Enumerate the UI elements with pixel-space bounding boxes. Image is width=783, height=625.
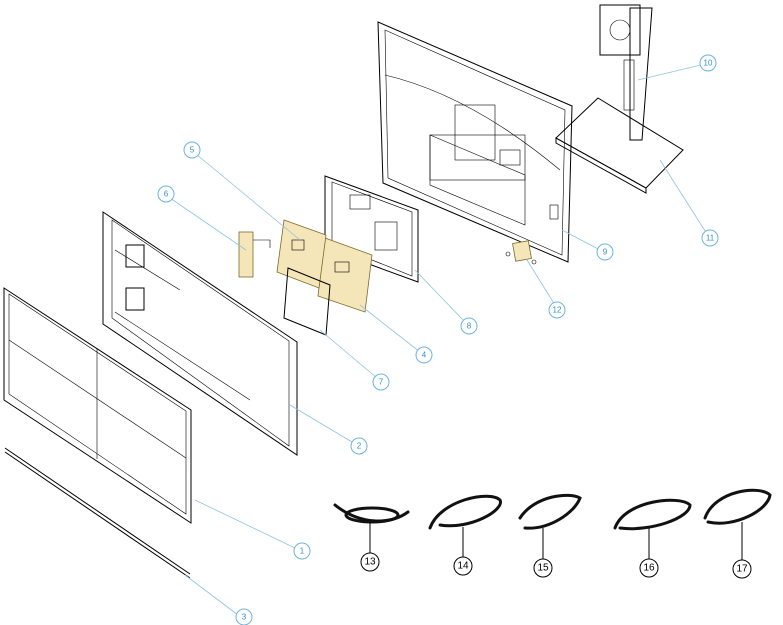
callout-12: 12 [549,302,565,318]
svg-text:2: 2 [357,442,362,451]
part-cable-13 [335,505,408,522]
part-bottom-bezel [5,448,190,578]
svg-text:7: 7 [379,378,384,387]
callout-5: 5 [184,142,200,158]
callout-6: 6 [158,186,174,202]
part-cable-17 [705,490,770,523]
callout-1: 1 [294,543,310,559]
svg-text:5: 5 [190,146,195,155]
callout-3: 3 [236,609,252,625]
part-small-board [506,241,536,264]
svg-text:14: 14 [457,561,469,572]
svg-text:10: 10 [704,59,713,68]
callout-17: 17 [733,560,751,578]
part-main-board [318,238,372,312]
leader-lines [170,64,742,618]
svg-text:1: 1 [300,547,305,556]
part-stand [556,5,683,193]
part-power-board [277,220,326,288]
callout-16: 16 [640,559,658,577]
svg-text:15: 15 [537,563,549,574]
part-middle-frame [103,212,297,455]
callout-14: 14 [454,557,472,575]
svg-text:17: 17 [736,564,748,575]
callout-13: 13 [361,553,379,571]
svg-text:9: 9 [603,248,608,257]
svg-text:13: 13 [364,557,376,568]
part-rear-cover [378,22,572,262]
svg-text:3: 3 [242,613,247,622]
svg-text:16: 16 [643,563,655,574]
callout-10: 10 [700,55,716,71]
part-cable-harness [239,232,270,277]
part-lcd-panel [4,288,191,523]
callout-4: 4 [416,347,432,363]
callout-9: 9 [597,244,613,260]
callout-8: 8 [461,318,477,334]
callout-7: 7 [373,374,389,390]
part-cable-15 [520,495,580,528]
callout-15: 15 [534,559,552,577]
part-cable-14 [430,496,500,528]
svg-text:12: 12 [553,306,562,315]
svg-text:4: 4 [422,351,427,360]
part-cable-16 [615,500,690,528]
callout-2: 2 [351,438,367,454]
callout-11: 11 [702,230,718,246]
svg-text:6: 6 [164,190,169,199]
svg-text:11: 11 [706,234,715,243]
svg-text:8: 8 [467,322,472,331]
